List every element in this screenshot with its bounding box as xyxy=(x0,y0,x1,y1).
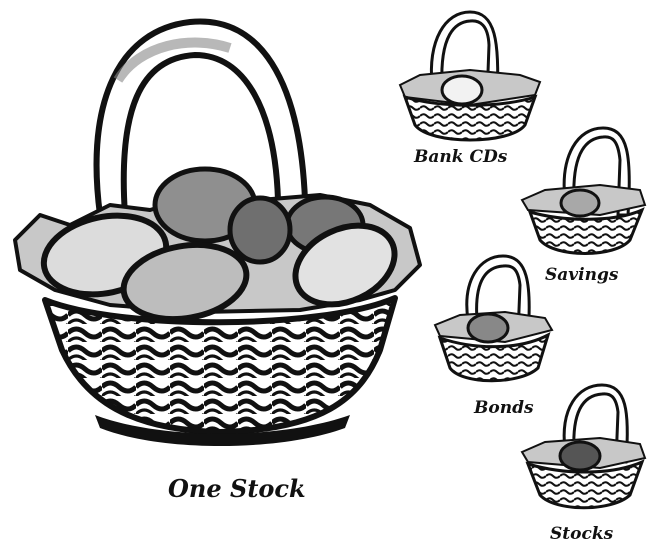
basket-savings xyxy=(522,128,645,254)
big-basket-body xyxy=(45,298,395,432)
basket-bank-cds xyxy=(400,12,540,140)
caption-one-stock: One Stock xyxy=(168,474,306,503)
caption-stocks: Stocks xyxy=(550,524,613,544)
big-basket xyxy=(15,21,420,446)
basket-stocks xyxy=(522,385,645,508)
caption-savings: Savings xyxy=(545,265,618,285)
basket-bonds xyxy=(435,256,552,381)
caption-bonds: Bonds xyxy=(474,398,534,418)
caption-bank-cds: Bank CDs xyxy=(414,147,507,167)
